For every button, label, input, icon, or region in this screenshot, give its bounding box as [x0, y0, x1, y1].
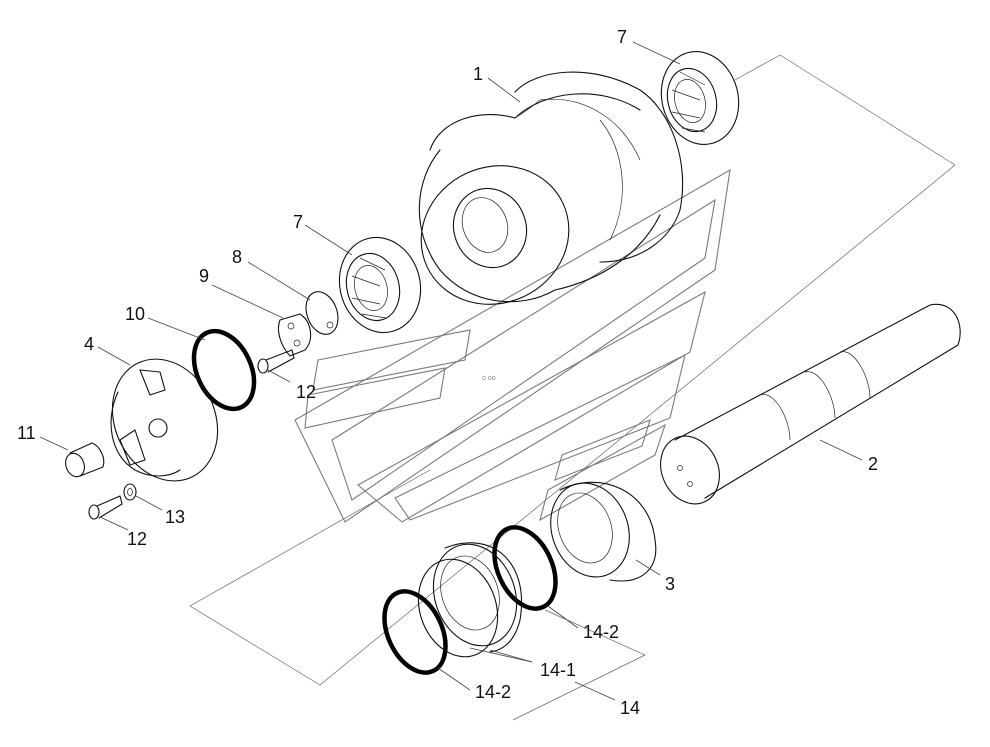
- collar-part-3: [550, 481, 657, 582]
- part-labels: 1 2 3 4 7 7 8 9 10 11 12 12 13 14 14-1 1…: [17, 27, 878, 718]
- label-7-bottom: 7: [293, 212, 303, 232]
- label-14-2-lower: 14-2: [475, 682, 511, 702]
- label-1: 1: [473, 64, 483, 84]
- plate-part-8: [305, 291, 339, 335]
- shaft-part-2: [660, 303, 961, 505]
- roller-body-part-1: [418, 71, 684, 305]
- label-8: 8: [232, 247, 242, 267]
- label-11: 11: [17, 423, 36, 443]
- label-14: 14: [620, 698, 640, 718]
- label-13: 13: [165, 507, 185, 527]
- label-3: 3: [665, 574, 675, 594]
- label-10: 10: [125, 304, 145, 324]
- label-14-2-upper: 14-2: [583, 622, 619, 642]
- bolt-part-12-upper: [257, 349, 295, 374]
- label-12-lower: 12: [127, 529, 147, 549]
- label-9: 9: [199, 266, 209, 286]
- seal-assembly-part-14: [382, 525, 558, 675]
- washer-part-13: [123, 483, 137, 501]
- bearing-part-7-bottom: [338, 236, 422, 334]
- label-7-top: 7: [617, 27, 627, 47]
- bearing-part-7-top: [660, 50, 740, 146]
- cover-part-4: [110, 358, 219, 482]
- o-ring-part-14-2-lower: [382, 589, 448, 675]
- plug-part-11: [65, 442, 105, 478]
- o-ring-part-14-2-upper: [492, 525, 558, 611]
- lock-plate-part-9: [277, 313, 312, 357]
- label-14-1: 14-1: [540, 660, 576, 680]
- watermark-text: o oo: [482, 375, 496, 382]
- label-2: 2: [868, 454, 878, 474]
- label-12-upper: 12: [296, 382, 316, 402]
- bolt-part-12-lower: [88, 495, 123, 520]
- watermark-logo: o oo: [294, 168, 731, 523]
- label-4: 4: [84, 334, 94, 354]
- leader-lines: [39, 41, 863, 701]
